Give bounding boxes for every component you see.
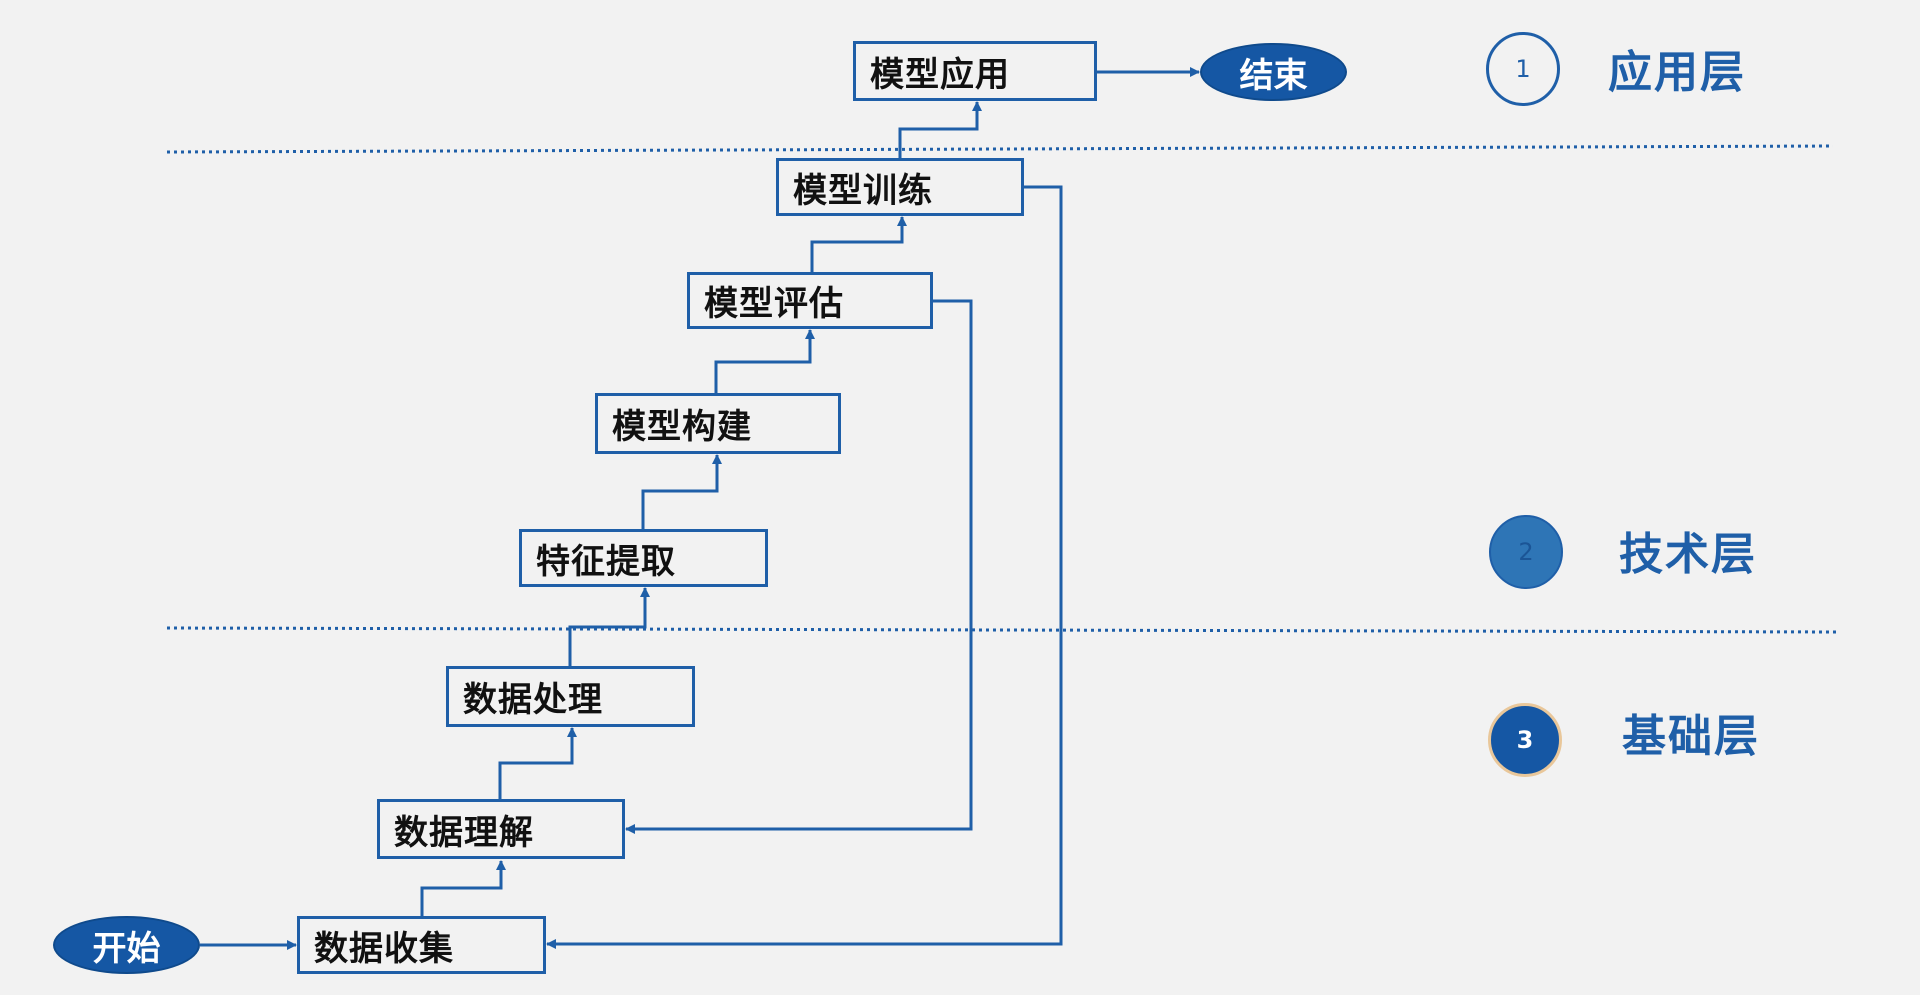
step-data-collection: 数据收集 xyxy=(297,916,546,974)
edge-understanding-to-processing xyxy=(498,727,577,799)
step-feature-extraction: 特征提取 xyxy=(519,529,768,587)
layer-divider-bottom xyxy=(166,626,1838,634)
step-label: 特征提取 xyxy=(536,541,676,582)
step-model-application: 模型应用 xyxy=(853,41,1097,101)
layer-2-label: 技术层 xyxy=(1619,529,1757,580)
edge-collection-to-understanding xyxy=(420,860,506,916)
layer-2-badge: 2 xyxy=(1489,515,1563,589)
layer-1-label: 应用层 xyxy=(1608,47,1746,98)
edge-training-to-application xyxy=(898,101,982,158)
edge-evaluation-to-training xyxy=(810,216,907,272)
step-label: 数据处理 xyxy=(463,680,603,720)
step-label: 数据理解 xyxy=(394,812,534,853)
edge-processing-to-feature xyxy=(568,587,650,666)
step-label: 模型评估 xyxy=(704,284,844,324)
step-model-building: 模型构建 xyxy=(595,393,841,454)
edge-feature-to-building xyxy=(641,454,722,529)
layer-1-number: 1 xyxy=(1515,55,1531,83)
step-label: 数据收集 xyxy=(314,928,454,969)
step-label: 模型训练 xyxy=(793,170,933,211)
start-label: 开始 xyxy=(92,928,161,969)
feedback-evaluation-to-understanding xyxy=(625,299,973,834)
layer-3-label: 基础层 xyxy=(1622,711,1760,762)
step-model-evaluation: 模型评估 xyxy=(687,272,933,329)
start-terminal: 开始 xyxy=(53,916,200,974)
feedback-training-to-collection xyxy=(546,185,1063,949)
step-data-processing: 数据处理 xyxy=(446,666,695,727)
layer-1-badge: 1 xyxy=(1486,32,1560,106)
edge-building-to-evaluation xyxy=(714,329,815,393)
step-model-training: 模型训练 xyxy=(776,158,1024,216)
end-terminal: 结束 xyxy=(1200,43,1347,101)
layer-2-number: 2 xyxy=(1518,538,1534,566)
layer-3-badge: 3 xyxy=(1488,703,1562,777)
step-data-understanding: 数据理解 xyxy=(377,799,625,859)
layer-3-number: 3 xyxy=(1516,726,1534,754)
step-label: 模型应用 xyxy=(870,54,1010,95)
end-label: 结束 xyxy=(1239,55,1308,96)
step-label: 模型构建 xyxy=(612,407,752,447)
layer-divider-top xyxy=(166,144,1834,154)
